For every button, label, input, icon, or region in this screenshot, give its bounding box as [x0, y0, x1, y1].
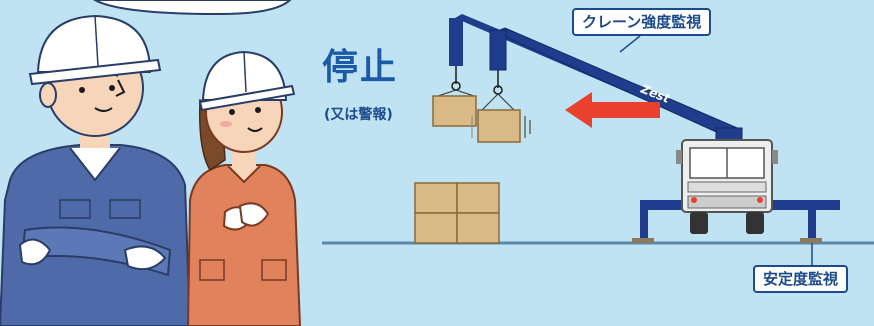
stability-monitor-label: 安定度監視	[753, 265, 849, 293]
crane-strength-monitor-label: クレーン強度監視	[572, 8, 712, 36]
crane-truck-icon	[632, 127, 840, 243]
helmet-icon	[198, 50, 296, 112]
stop-title: 停止	[322, 47, 399, 88]
warning-arrow-icon	[565, 92, 660, 128]
crane-leader-line	[619, 35, 641, 53]
helmet-icon	[28, 14, 162, 86]
stop-subtitle: (又は警報)	[324, 107, 393, 123]
speech-bubble	[92, 0, 292, 16]
cargo-stack	[414, 182, 500, 244]
worker-left	[0, 39, 192, 326]
crane-boom	[471, 27, 743, 143]
